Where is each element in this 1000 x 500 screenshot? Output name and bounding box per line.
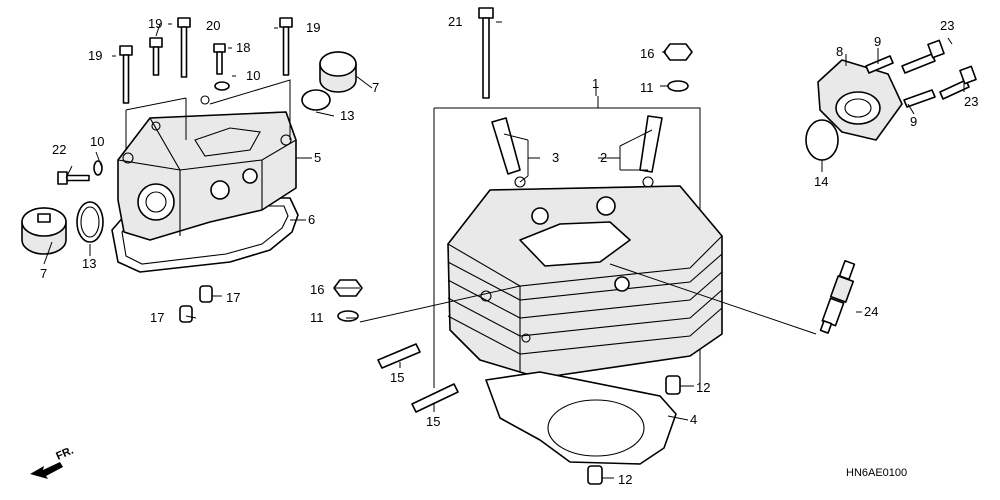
bolt-19-left xyxy=(119,45,133,104)
callout-7-top: 7 xyxy=(372,80,379,95)
insulator-8 xyxy=(817,59,903,141)
stud-9-upper xyxy=(865,55,894,74)
callout-9-lower: 9 xyxy=(910,114,917,129)
callout-10-left: 10 xyxy=(90,134,104,149)
bolt-20 xyxy=(177,17,191,78)
bolt-23-lower xyxy=(939,65,977,100)
callout-5: 5 xyxy=(314,150,321,165)
callout-12-a: 12 xyxy=(696,380,710,395)
front-arrow-label: FR. xyxy=(54,445,75,463)
callout-11-top: 11 xyxy=(640,80,654,95)
callout-17-a: 17 xyxy=(226,290,240,305)
bolt-18 xyxy=(213,43,226,75)
dowel-pin-17-b xyxy=(179,305,193,323)
callout-8: 8 xyxy=(836,44,843,59)
stud-9-lower xyxy=(903,89,936,108)
washer-10-top xyxy=(214,81,230,91)
cylinder-head-gasket xyxy=(485,371,677,465)
dowel-pin-17-a xyxy=(199,285,213,303)
valve-guide-2 xyxy=(639,115,663,173)
cylinder-head xyxy=(447,185,723,379)
clip-2 xyxy=(642,176,654,188)
callout-7-left: 7 xyxy=(40,266,47,281)
callout-23-upper: 23 xyxy=(940,18,954,33)
callout-9-upper: 9 xyxy=(874,34,881,49)
callout-18: 18 xyxy=(236,40,250,55)
callout-19-left: 19 xyxy=(88,48,102,63)
callout-6: 6 xyxy=(308,212,315,227)
callout-15-upper: 15 xyxy=(390,370,404,385)
callout-21: 21 xyxy=(448,14,462,29)
plug-cap-7-left xyxy=(21,207,67,255)
washer-11-top xyxy=(667,80,689,92)
callout-1: 1 xyxy=(592,76,599,91)
leader-lines xyxy=(43,21,965,479)
bolt-23-upper xyxy=(901,39,945,74)
callout-10-top: 10 xyxy=(246,68,260,83)
valve-guide-3 xyxy=(491,117,521,175)
callout-24: 24 xyxy=(864,304,878,319)
o-ring-13-top xyxy=(301,89,331,111)
callout-16-top: 16 xyxy=(640,46,654,61)
callout-13-top: 13 xyxy=(340,108,354,123)
spark-plug-24 xyxy=(819,259,856,334)
callout-15-lower: 15 xyxy=(426,414,440,429)
cylinder-head-cover xyxy=(117,95,297,241)
stud-15-lower xyxy=(411,383,459,413)
callout-23-lower: 23 xyxy=(964,94,978,109)
diagram-code: HN6AE0100 xyxy=(846,467,907,479)
nut-16-top xyxy=(663,43,693,61)
o-ring-14 xyxy=(805,119,839,161)
bolt-19-mid xyxy=(149,37,163,76)
callout-19-mid: 19 xyxy=(148,16,162,31)
callout-22: 22 xyxy=(52,142,66,157)
stud-bolt-21 xyxy=(478,7,494,99)
callout-20: 20 xyxy=(206,18,220,33)
dowel-pin-12-b xyxy=(587,465,603,485)
stud-15-upper xyxy=(377,343,421,369)
clip-3 xyxy=(514,176,526,188)
washer-10-left xyxy=(93,160,103,176)
callout-12-b: 12 xyxy=(618,472,632,487)
callout-13-left: 13 xyxy=(82,256,96,271)
washer-11-left xyxy=(337,310,359,322)
callout-11-left: 11 xyxy=(310,310,324,325)
plug-cap-7-top xyxy=(319,51,357,93)
callout-4: 4 xyxy=(690,412,697,427)
callout-19-right: 19 xyxy=(306,20,320,35)
callout-2: 2 xyxy=(600,150,607,165)
bolt-19-right xyxy=(279,17,293,76)
callout-17-b: 17 xyxy=(150,310,164,325)
callout-16-left: 16 xyxy=(310,282,324,297)
front-direction-arrow: FR. xyxy=(30,445,75,479)
callout-3: 3 xyxy=(552,150,559,165)
bolt-22 xyxy=(57,171,90,185)
callout-14: 14 xyxy=(814,174,828,189)
dowel-pin-12-a xyxy=(665,375,681,395)
